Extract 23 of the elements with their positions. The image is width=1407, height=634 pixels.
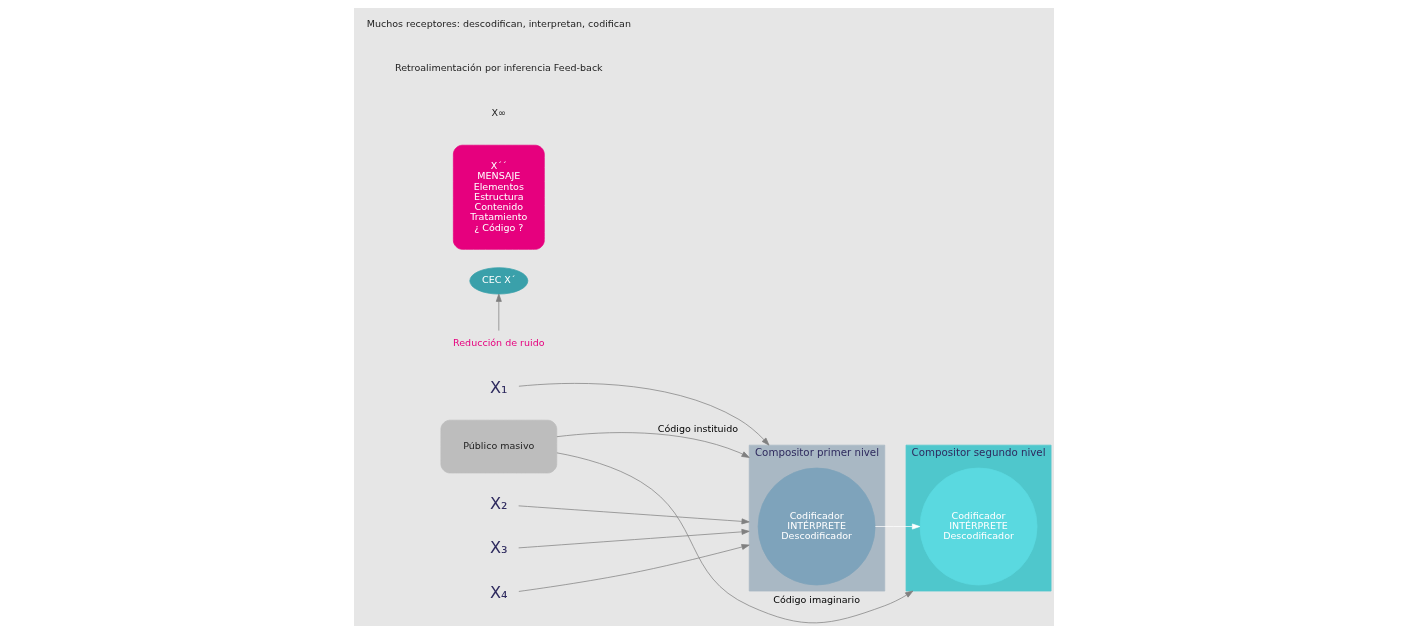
arrow: [517, 544, 750, 592]
arrow: [556, 432, 750, 458]
node-text: X₃: [489, 538, 508, 558]
arrow: [874, 523, 920, 530]
node-text: X₂: [489, 493, 508, 513]
arrow: [517, 528, 750, 549]
node-text: X₁: [489, 377, 508, 397]
label: Muchos receptores: descodifican, interpretan, codifican: [366, 17, 631, 29]
edge-label: Código imaginario: [772, 594, 860, 606]
node-text: Reducción de ruido: [452, 337, 545, 349]
node-text: X₄: [489, 583, 508, 603]
label: Retroalimentación por inferencia Feed-back: [394, 62, 603, 74]
edge-label: Código instituido: [657, 422, 738, 434]
arrow: [556, 452, 913, 624]
arrow: [517, 505, 750, 525]
node-ellipse: CEC X´: [468, 267, 528, 295]
node-box: Público masivo: [440, 419, 557, 474]
arrow: [495, 293, 502, 331]
node-circle: Codificador INTÉRPRETE Descodificador: [757, 467, 875, 586]
arrow: [518, 383, 769, 446]
node-circle: Codificador INTÉRPRETE Descodificador: [919, 467, 1037, 586]
label: X∞: [491, 107, 506, 119]
node-box: X´´ MENSAJE Elementos Estructura Contenido Tratamiento ¿ Código ?: [452, 144, 545, 250]
